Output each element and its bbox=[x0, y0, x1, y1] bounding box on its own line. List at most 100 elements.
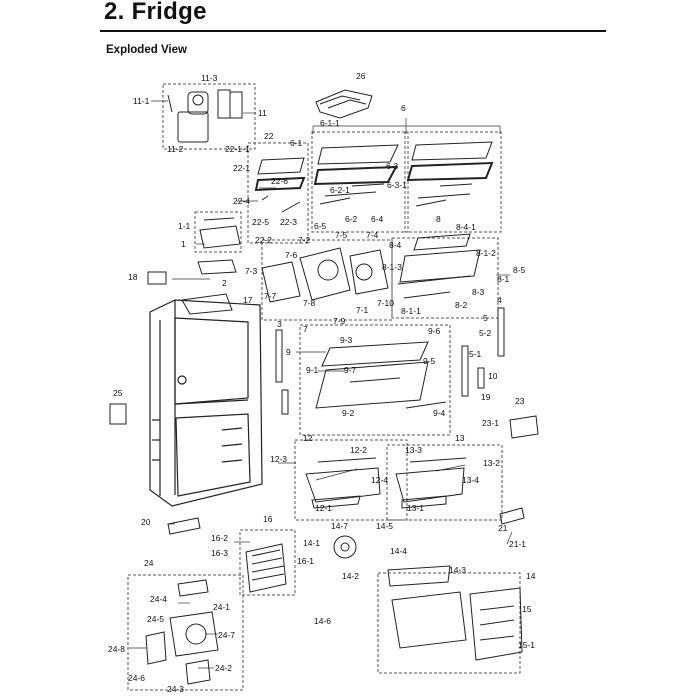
part-label: 6-3 bbox=[386, 161, 399, 171]
vegetable-drawers bbox=[305, 457, 467, 509]
part-label: 3 bbox=[277, 319, 282, 329]
part-label: 1-1 bbox=[178, 221, 191, 231]
title-underline bbox=[100, 30, 606, 32]
part-label: 14-5 bbox=[376, 521, 394, 531]
part-label: 9-6 bbox=[428, 326, 441, 336]
part-label: 23 bbox=[515, 396, 525, 406]
part-label: 9 bbox=[286, 347, 291, 357]
part-label: 6-2 bbox=[345, 214, 358, 224]
part-label: 16-2 bbox=[211, 533, 229, 543]
part-label: 24-4 bbox=[150, 594, 168, 604]
part-label: 1 bbox=[181, 239, 186, 249]
shelf-glass-6 bbox=[313, 141, 494, 207]
part-label: 22-1 bbox=[233, 163, 251, 173]
part-label: 2 bbox=[222, 278, 227, 288]
part-label: 6-5 bbox=[314, 221, 327, 231]
part-label: 24-2 bbox=[215, 663, 233, 673]
part-label: 12 bbox=[303, 433, 313, 443]
part-label: 6-1 bbox=[290, 138, 303, 148]
part-label: 18 bbox=[128, 272, 138, 282]
part-label: 22-1-1 bbox=[225, 144, 250, 154]
part-label: 8-5 bbox=[513, 265, 526, 275]
part-label: 6-2-1 bbox=[330, 185, 350, 195]
page-title: 2. Fridge bbox=[104, 0, 207, 25]
rails bbox=[109, 307, 505, 425]
part-label: 5 bbox=[483, 313, 488, 323]
part-label: 24-7 bbox=[218, 630, 236, 640]
part-label: 22 bbox=[264, 131, 274, 141]
part-label: 11-2 bbox=[167, 144, 184, 154]
compressor-24 bbox=[145, 579, 219, 685]
group-box-8 bbox=[391, 237, 499, 319]
group-box-11 bbox=[162, 83, 256, 150]
part-label: 15 bbox=[522, 604, 532, 614]
part-label: 24-5 bbox=[147, 614, 165, 624]
drawer-8 bbox=[397, 233, 481, 299]
part-label: 16-3 bbox=[211, 548, 229, 558]
part-label: 5-2 bbox=[479, 328, 492, 338]
part-label: 23-1 bbox=[482, 418, 500, 428]
part-label: 12-1 bbox=[315, 503, 333, 513]
part-label: 11-1 bbox=[133, 96, 150, 106]
part-label: 14-4 bbox=[390, 546, 408, 556]
group-box-24 bbox=[127, 574, 244, 691]
grille-parts bbox=[147, 259, 237, 315]
part-label: 11-3 bbox=[201, 73, 218, 83]
group-box-12 bbox=[294, 439, 408, 521]
part-label: 13-1 bbox=[407, 503, 425, 513]
part-label: 24-3 bbox=[167, 684, 185, 694]
part-label: 21 bbox=[498, 523, 508, 533]
ice-maker-11 bbox=[167, 89, 243, 143]
part-label: 8-1 bbox=[497, 274, 510, 284]
part-label: 20 bbox=[141, 517, 151, 527]
group-box-14 bbox=[377, 572, 521, 674]
section-subtitle: Exploded View bbox=[106, 44, 187, 56]
group-box-1 bbox=[194, 211, 242, 253]
group-box-6-right bbox=[404, 131, 502, 233]
part-label: 5-1 bbox=[469, 349, 482, 359]
part-label: 25 bbox=[113, 388, 123, 398]
part-label: 7-10 bbox=[377, 298, 395, 308]
part-label: 7-3 bbox=[245, 266, 258, 276]
part-label: 22-3 bbox=[280, 217, 298, 227]
part-label: 10 bbox=[488, 371, 498, 381]
part-label: 8-4-1 bbox=[456, 222, 476, 232]
part-label: 22-6 bbox=[271, 176, 289, 186]
part-label: 14 bbox=[526, 571, 536, 581]
part-label: 14-6 bbox=[314, 616, 332, 626]
part-label: 7-5 bbox=[335, 230, 348, 240]
part-label: 22-2 bbox=[255, 235, 273, 245]
part-label: 11 bbox=[258, 108, 267, 118]
part-label: 7-9 bbox=[333, 316, 346, 326]
part-label: 13-3 bbox=[405, 445, 423, 455]
misc-parts bbox=[167, 415, 539, 535]
part-label: 15-1 bbox=[518, 640, 536, 650]
part-label: 16-1 bbox=[297, 556, 315, 566]
part-label: 7-7 bbox=[264, 291, 277, 301]
part-label: 21-1 bbox=[509, 539, 527, 549]
part-label: 9-4 bbox=[433, 408, 446, 418]
part-label: 9-2 bbox=[342, 408, 355, 418]
part-label: 12-3 bbox=[270, 454, 288, 464]
part-label: 7 bbox=[303, 324, 308, 334]
shelf-22 bbox=[254, 157, 306, 213]
part-label: 8-1-1 bbox=[401, 306, 421, 316]
part-label: 13 bbox=[455, 433, 465, 443]
part-label: 6 bbox=[401, 103, 406, 113]
part-label: 22-4 bbox=[233, 196, 251, 206]
cabinet-body bbox=[149, 299, 263, 507]
cover-1 bbox=[199, 217, 241, 249]
part-label: 22-5 bbox=[252, 217, 270, 227]
part-label: 14-3 bbox=[449, 565, 467, 575]
part-label: 26 bbox=[356, 71, 366, 81]
part-label: 12-4 bbox=[371, 475, 389, 485]
part-label: 7-2 bbox=[298, 235, 311, 245]
part-label: 7-8 bbox=[303, 298, 316, 308]
part-label: 6-4 bbox=[371, 214, 384, 224]
fan-14 bbox=[333, 535, 523, 661]
part-label: 16 bbox=[263, 514, 273, 524]
group-box-9 bbox=[299, 324, 451, 436]
part-label: 8 bbox=[436, 214, 441, 224]
part-label: 6-1-1 bbox=[320, 118, 340, 128]
part-label: 12-2 bbox=[350, 445, 368, 455]
